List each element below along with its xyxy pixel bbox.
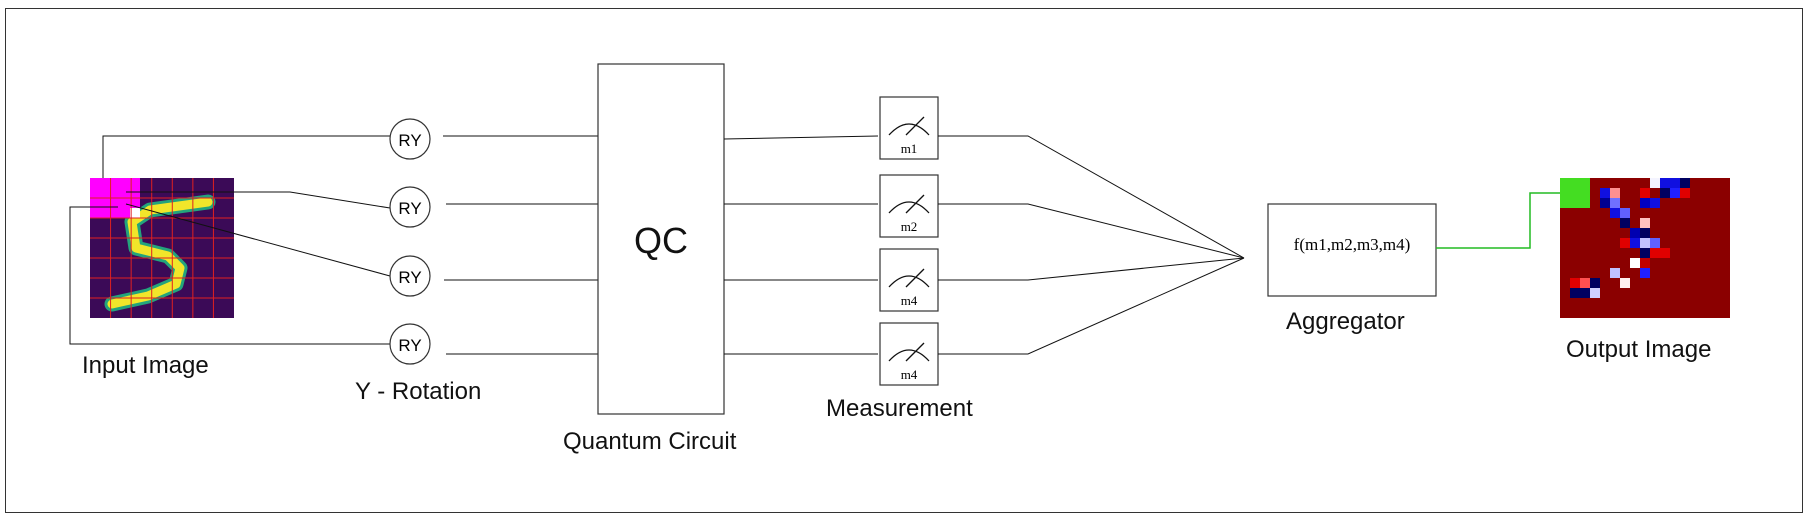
output-pixel [1580, 288, 1590, 298]
output-pixel [1670, 188, 1680, 198]
output-pixel [1620, 278, 1630, 288]
output-pixel [1590, 278, 1600, 288]
patch-to-gate-4 [69, 206, 390, 345]
ry-gate-2: RY [389, 186, 431, 228]
output-pixel [1590, 288, 1600, 298]
gate-wires [443, 135, 598, 355]
meter-label: m2 [901, 219, 918, 234]
output-pixel [1640, 198, 1650, 208]
output-pixel [1640, 218, 1650, 228]
input-image [90, 178, 234, 318]
output-pixel [1630, 238, 1640, 248]
meter-1: m1 [879, 96, 939, 160]
output-pixel [1570, 278, 1580, 288]
output-pixel [1640, 268, 1650, 278]
patch-to-gate-3 [125, 203, 391, 277]
output-pixel [1650, 248, 1660, 258]
patch-to-gate-1 [102, 135, 390, 178]
output-pixel [1630, 228, 1640, 238]
output-pixel [1610, 188, 1620, 198]
digit-five [104, 194, 216, 312]
output-pixel [1610, 208, 1620, 218]
ry-gate-label: RY [398, 336, 421, 355]
patch-to-gate-2 [126, 191, 391, 209]
quantum-circuit-label: Quantum Circuit [563, 428, 737, 455]
output-pixel [1660, 248, 1670, 258]
aggregator-box [1267, 203, 1437, 297]
y-rotation-label: Y - Rotation [355, 378, 482, 405]
output-pixel [1660, 178, 1670, 188]
meter-needle-icon [905, 342, 925, 362]
output-image [1560, 178, 1730, 318]
measurement-meters: m1 m2 m4 m4 [879, 96, 939, 386]
ry-gate-label: RY [398, 131, 421, 150]
diagram-frame [5, 8, 1803, 513]
meter-dial-icon [888, 201, 930, 214]
output-pixel [1620, 218, 1630, 228]
meter-needle-icon [905, 268, 925, 288]
meter-needle-icon [905, 116, 925, 136]
output-pixel [1640, 248, 1650, 258]
meter-4: m4 [879, 322, 939, 386]
ry-gates: RY RY RY RY [389, 118, 431, 365]
meter-needle-icon [905, 194, 925, 214]
meter-label: m1 [901, 141, 918, 156]
output-image-cells [1570, 178, 1690, 298]
meter-dial-icon [888, 123, 930, 136]
output-pixel [1600, 188, 1610, 198]
input-image-label: Input Image [82, 352, 209, 379]
output-pixel [1570, 288, 1580, 298]
output-pixel [1610, 268, 1620, 278]
meter-3: m4 [879, 248, 939, 312]
aggregator-label: Aggregator [1286, 308, 1405, 335]
ry-gate-1: RY [389, 118, 431, 160]
output-pixel [1650, 198, 1660, 208]
ry-gate-4: RY [389, 323, 431, 365]
fan-in-lines [938, 135, 1245, 355]
meter-dial-icon [888, 275, 930, 288]
output-pixel [1580, 278, 1590, 288]
output-pixel [1640, 188, 1650, 198]
output-pixel [1640, 238, 1650, 248]
output-pixel [1620, 238, 1630, 248]
output-pixel [1650, 238, 1660, 248]
aggregator-formula: f(m1,m2,m3,m4) [1294, 235, 1411, 254]
qc-label: QC [634, 220, 688, 261]
output-pixel [1640, 228, 1650, 238]
meter-label: m4 [901, 293, 918, 308]
output-link [1436, 192, 1560, 249]
output-pixel [1610, 198, 1620, 208]
input-image-grid [90, 178, 234, 318]
ry-gate-3: RY [389, 255, 431, 297]
ry-gate-label: RY [398, 268, 421, 287]
output-pixel [1600, 198, 1610, 208]
output-pixel [1630, 258, 1640, 268]
meter-dial-icon [888, 349, 930, 362]
output-pixel [1620, 208, 1630, 218]
meter-label: m4 [901, 367, 918, 382]
output-pixel [1680, 178, 1690, 188]
output-image-label: Output Image [1566, 336, 1712, 363]
output-pixel [1650, 178, 1660, 188]
input-patch-pixel [130, 208, 140, 218]
ry-gate-label: RY [398, 199, 421, 218]
measurement-label: Measurement [826, 395, 973, 422]
patch-connectors [69, 135, 391, 345]
output-pixel [1680, 188, 1690, 198]
output-pixel [1670, 178, 1680, 188]
qc-wires [723, 135, 879, 355]
meter-2: m2 [879, 174, 939, 238]
quantum-circuit-box [597, 63, 725, 415]
output-patch-highlight [1560, 178, 1590, 208]
output-pixel [1640, 258, 1650, 268]
output-pixel [1660, 188, 1670, 198]
